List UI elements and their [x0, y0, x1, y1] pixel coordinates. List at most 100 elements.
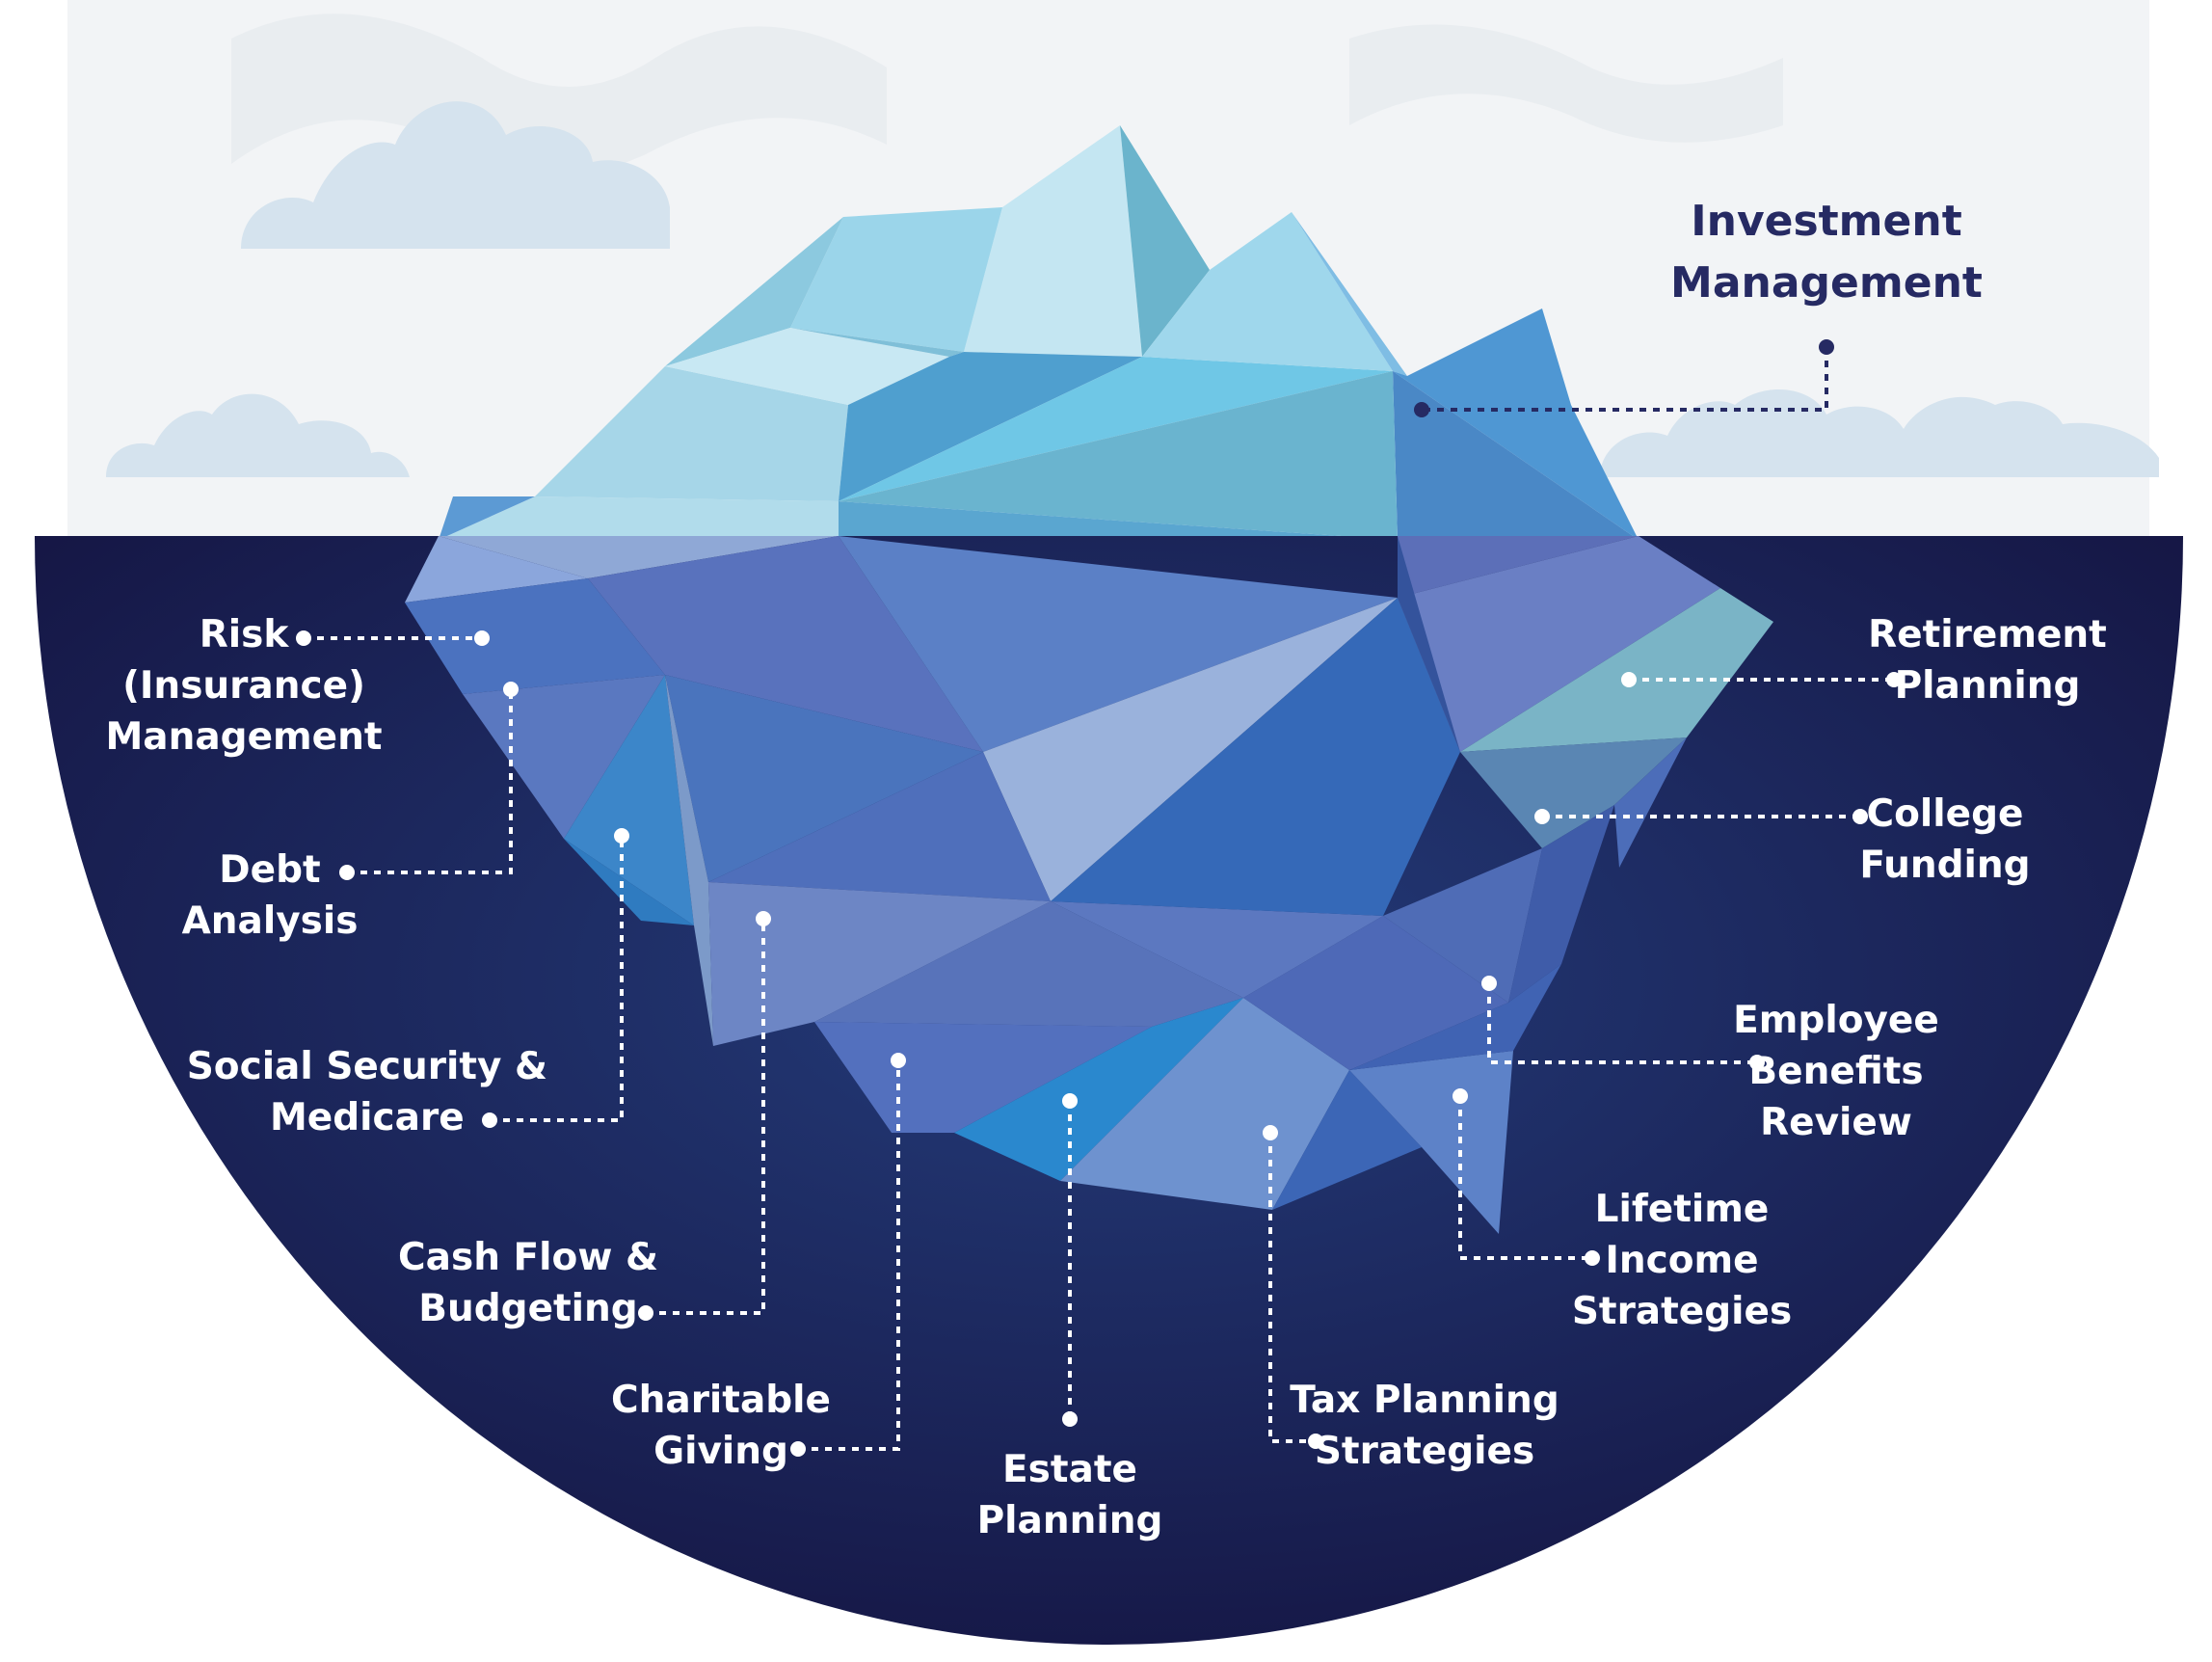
- label-employee-benefits-review: Employee Benefits Review: [1733, 995, 1939, 1148]
- leader-dot: [1621, 672, 1637, 687]
- iceberg-facet: [665, 328, 949, 405]
- label-line: Giving: [653, 1430, 788, 1473]
- iceberg-facet: [1614, 737, 1687, 868]
- iceberg-facet: [790, 328, 964, 357]
- iceberg-facet: [839, 357, 1393, 501]
- label-line: Benefits: [1748, 1050, 1924, 1093]
- label-debt-analysis: Debt Analysis: [182, 844, 359, 947]
- leader-dot: [1749, 1055, 1765, 1070]
- label-line: Retirement: [1868, 613, 2107, 657]
- label-line: Cash Flow &: [398, 1236, 658, 1279]
- iceberg-facet: [1460, 588, 1773, 752]
- iceberg-facet: [1243, 916, 1508, 1070]
- label-line: Estate: [1002, 1448, 1137, 1491]
- label-investment-management: Investment Management: [1670, 191, 1983, 314]
- iceberg-facet: [790, 207, 1002, 352]
- label-line: Charitable: [610, 1379, 832, 1422]
- iceberg-facet: [1398, 536, 1720, 752]
- iceberg-facet: [814, 1022, 1152, 1133]
- iceberg-facet: [1460, 737, 1687, 848]
- leader-dot: [1585, 1250, 1600, 1266]
- iceberg-facet: [665, 675, 713, 1046]
- leader-dot: [1481, 976, 1497, 991]
- iceberg-facet: [1393, 308, 1637, 536]
- leader-dot: [1819, 339, 1834, 355]
- iceberg-facet: [1051, 598, 1460, 916]
- label-retirement-planning: Retirement Planning: [1868, 609, 2107, 711]
- sky-swirl: [1349, 24, 1783, 143]
- leader-line: [1268, 1133, 1316, 1443]
- leader-dot: [1886, 672, 1902, 687]
- leader-line: [1487, 983, 1757, 1064]
- leader-line: [646, 919, 765, 1315]
- iceberg-facet: [535, 366, 848, 501]
- iceberg-facet: [1508, 805, 1614, 1003]
- iceberg-below-water: [405, 536, 1773, 1234]
- label-line: Review: [1760, 1101, 1912, 1144]
- label-line: Risk: [199, 613, 289, 657]
- label-line: Income: [1605, 1239, 1759, 1282]
- iceberg-facet: [708, 752, 1051, 901]
- leader-line: [347, 689, 513, 874]
- iceberg-facet: [708, 882, 1051, 1046]
- iceberg-facet: [983, 598, 1398, 901]
- label-line: Budgeting: [418, 1287, 638, 1330]
- iceberg-facet: [839, 371, 1398, 536]
- label-risk-management: Risk (Insurance) Management: [105, 609, 382, 763]
- label-line: Investment: [1691, 197, 1962, 246]
- iceberg-facet: [1051, 901, 1383, 998]
- leader-dot: [790, 1441, 806, 1457]
- leader-dot: [1062, 1411, 1078, 1427]
- label-social-security-medicare: Social Security & Medicare: [187, 1041, 547, 1143]
- iceberg-facet: [405, 536, 588, 603]
- iceberg-facet: [1349, 1051, 1513, 1234]
- label-tax-planning-strategies: Tax Planning Strategies: [1290, 1375, 1559, 1477]
- leader-line: [798, 1060, 900, 1451]
- label-line: Lifetime: [1594, 1188, 1770, 1231]
- label-line: College: [1866, 792, 2024, 836]
- leader-dot: [296, 630, 311, 646]
- label-charitable-giving: Charitable Giving: [611, 1375, 831, 1477]
- iceberg-facet: [439, 536, 839, 578]
- label-line: Tax Planning: [1290, 1379, 1559, 1422]
- iceberg-facet: [1142, 212, 1393, 371]
- label-line: (Insurance): [122, 664, 365, 708]
- leader-dot: [482, 1112, 497, 1128]
- iceberg-facet: [1349, 964, 1561, 1070]
- label-line: Management: [105, 715, 383, 759]
- leader-dot: [1414, 402, 1429, 417]
- label-line: Medicare: [270, 1096, 465, 1139]
- label-college-funding: College Funding: [1859, 789, 2030, 891]
- iceberg-facet: [1393, 371, 1634, 536]
- label-line: Planning: [976, 1499, 1163, 1542]
- label-line: Social Security &: [186, 1045, 547, 1088]
- iceberg-facet: [588, 536, 983, 752]
- leader-line: [490, 836, 624, 1122]
- iceberg-facet: [1272, 1070, 1422, 1210]
- sky-swirl: [231, 13, 887, 176]
- leader-dot: [1263, 1125, 1278, 1140]
- iceberg-facet: [1398, 536, 1460, 752]
- iceberg-facet: [1383, 848, 1542, 1003]
- leader-dot: [1852, 809, 1868, 824]
- leader-dot: [474, 630, 490, 646]
- leader-dot: [1534, 809, 1550, 824]
- iceberg-facet: [463, 675, 665, 839]
- leader-dot: [339, 865, 355, 880]
- leader-dot: [756, 911, 771, 926]
- iceberg-facet: [405, 578, 665, 694]
- leader-dot: [891, 1053, 906, 1068]
- iceberg-facet: [839, 352, 1142, 501]
- cloud-left-bottom: [106, 393, 410, 477]
- leader-dot: [614, 828, 629, 844]
- label-lifetime-income-strategies: Lifetime Income Strategies: [1572, 1184, 1792, 1337]
- iceberg-facet: [814, 901, 1243, 1027]
- label-line: Strategies: [1314, 1430, 1535, 1473]
- iceberg-facet: [839, 536, 1398, 752]
- label-estate-planning: Estate Planning: [977, 1444, 1163, 1546]
- label-line: Analysis: [181, 899, 359, 943]
- iceberg-facet: [446, 496, 839, 536]
- iceberg-facet: [665, 675, 983, 882]
